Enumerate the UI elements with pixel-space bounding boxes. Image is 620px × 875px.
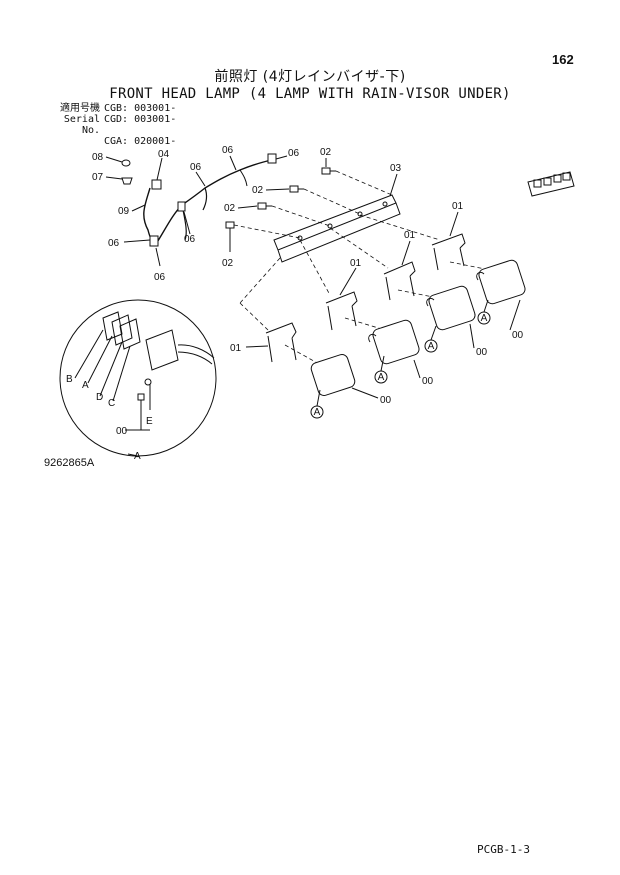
callout-00: 00 — [512, 330, 524, 341]
callout-03: 03 — [390, 163, 402, 174]
detail-callout-c: C — [108, 398, 115, 409]
connector-04 — [151, 179, 162, 190]
callout-02: 02 — [252, 185, 264, 196]
detail-callout-d: D — [96, 392, 103, 403]
callout-00: 00 — [476, 347, 488, 358]
detail-view-circle — [59, 299, 217, 457]
clamp-07 — [121, 177, 133, 185]
callout-02: 02 — [320, 147, 332, 158]
serial-label-en: Serial No. — [63, 114, 100, 136]
serial-entry-cgd: CGD: 003001- — [104, 114, 177, 125]
callout-06: 06 — [154, 272, 166, 283]
marker-a: A — [428, 341, 435, 352]
callout-01: 01 — [350, 258, 362, 269]
callout-08: 08 — [92, 152, 104, 163]
wiring-harness — [143, 159, 273, 245]
title-english: FRONT HEAD LAMP (4 LAMP WITH RAIN-VISOR … — [109, 86, 511, 102]
callout-01: 01 — [404, 230, 416, 241]
connector-a-marker — [310, 299, 491, 419]
callout-06: 06 — [222, 145, 234, 156]
callout-07: 07 — [92, 172, 104, 183]
serial-entry-cga: CGA: 020001- — [104, 136, 177, 147]
bolt-02 — [225, 167, 336, 252]
detail-callout-e: E — [146, 416, 153, 427]
lamp-bracket-01 — [265, 233, 466, 363]
drawing-number: 9262865A — [44, 457, 95, 469]
bracket-plate-03 — [273, 194, 401, 263]
callout-04: 04 — [158, 149, 170, 160]
serial-number-block: 適用号機 CGB: 003001- Serial No. CGD: 003001… — [42, 103, 176, 147]
serial-entry-cgb: CGB: 003001- — [104, 103, 177, 114]
detail-callout-b: B — [66, 374, 73, 385]
callout-01: 01 — [452, 201, 464, 212]
callout-02: 02 — [224, 203, 236, 214]
callout-02: 02 — [222, 258, 234, 269]
callout-06: 06 — [108, 238, 120, 249]
page-code: PCGB-1-3 — [477, 843, 530, 856]
serial-label-jp: 適用号機 — [60, 103, 100, 114]
callout-06: 06 — [288, 148, 300, 159]
callout-01: 01 — [230, 343, 242, 354]
callout-09: 09 — [118, 206, 130, 217]
detail-lamp-exploded — [102, 311, 215, 430]
detail-view-label-a: A — [134, 451, 141, 462]
callout-06: 06 — [184, 234, 196, 245]
detail-callout-00: 00 — [116, 426, 128, 437]
head-lamp-00 — [310, 259, 526, 396]
callout-00: 00 — [380, 395, 392, 406]
page-number: 162 — [552, 52, 574, 67]
marker-a: A — [314, 407, 321, 418]
machine-location-icon — [527, 171, 575, 197]
title-japanese: 前照灯 (4灯レインバイザ-下) — [214, 69, 406, 85]
callout-06: 06 — [190, 162, 202, 173]
callout-00: 00 — [422, 376, 434, 387]
marker-a: A — [481, 313, 488, 324]
clip-08 — [121, 159, 131, 167]
marker-a: A — [378, 372, 385, 383]
detail-callout-a: A — [82, 380, 89, 391]
